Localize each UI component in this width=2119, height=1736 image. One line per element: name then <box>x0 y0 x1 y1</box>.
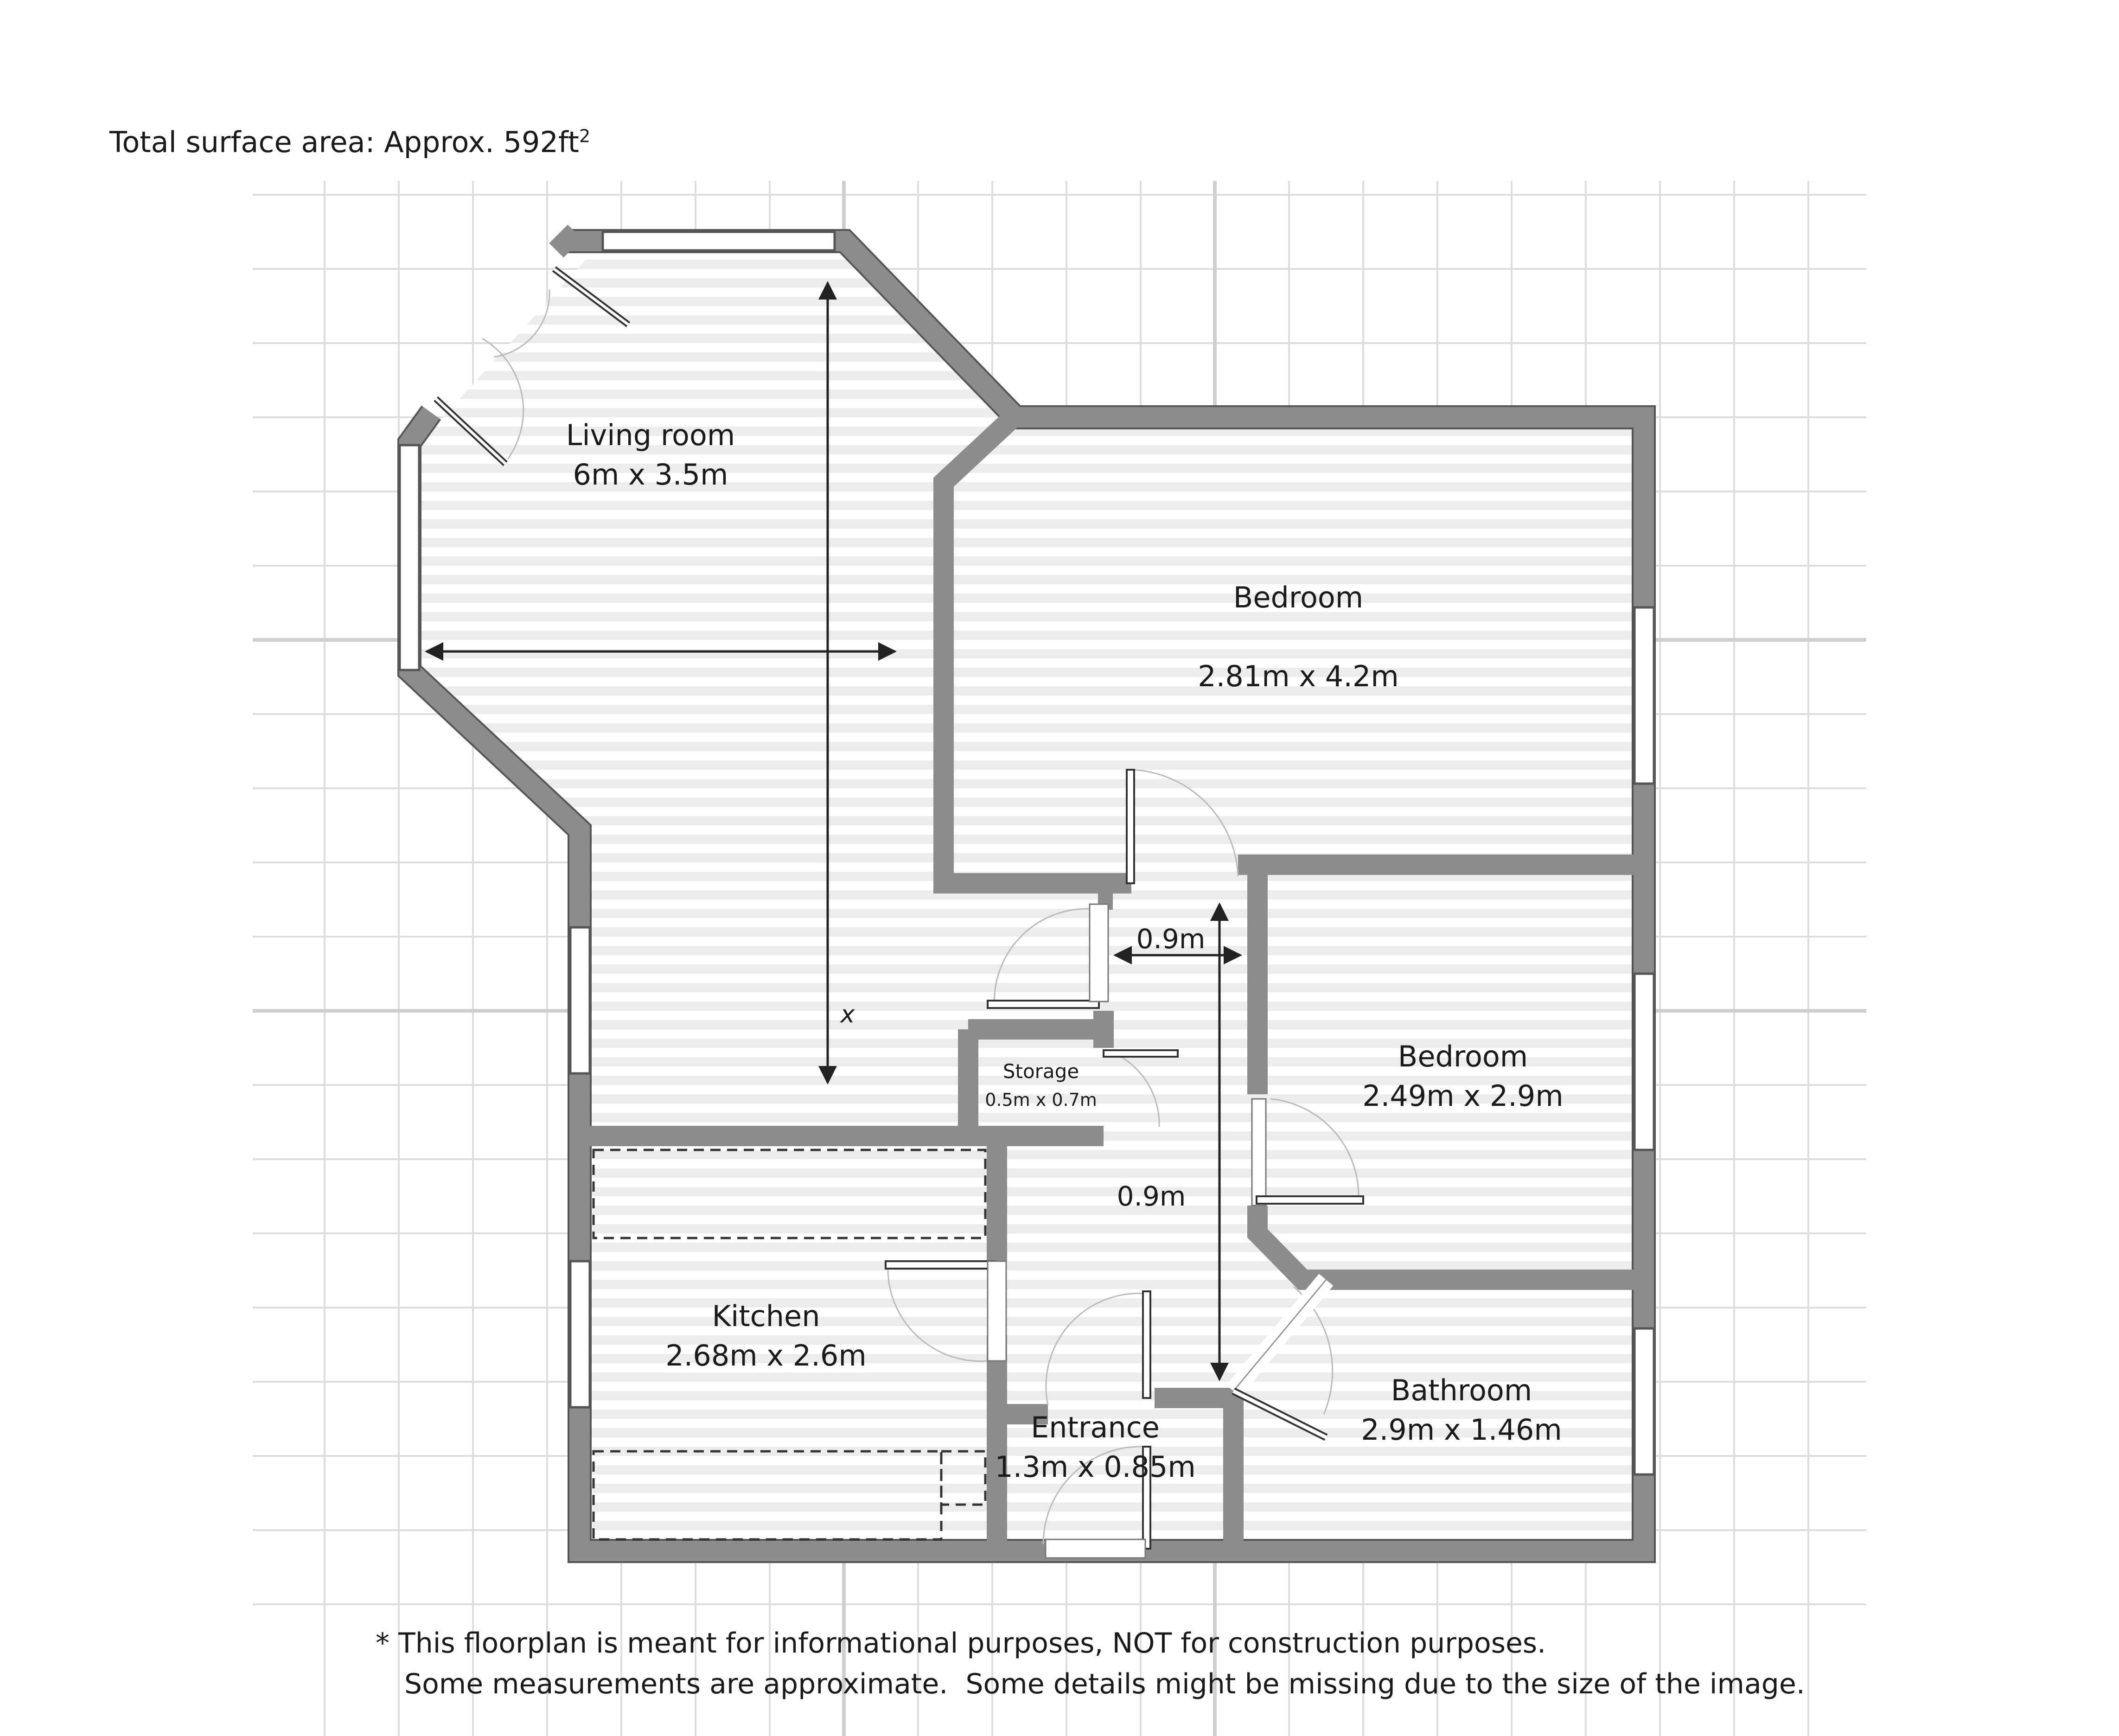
doors <box>434 266 1364 1559</box>
bedroom1-size: 2.81m x 4.2m <box>1198 659 1399 693</box>
door-entrance-front <box>1042 1446 1151 1559</box>
storage-name: Storage <box>1003 1060 1079 1083</box>
door-living-balcony <box>434 266 631 466</box>
disclaimer-text: * This floorplan is meant for informatio… <box>376 1623 1805 1704</box>
hall-length-label: 0.9m <box>1117 1181 1186 1212</box>
window-bedroom2 <box>1633 972 1655 1151</box>
window-living-left <box>398 444 421 671</box>
door-bathroom <box>1226 1274 1334 1441</box>
bedroom2-size: 2.49m x 2.9m <box>1362 1079 1564 1113</box>
dimension-lines <box>425 281 1242 1381</box>
window-living-lower <box>569 926 591 1075</box>
kitchen-counters <box>592 1149 987 1541</box>
window-bedroom1 <box>1633 606 1655 785</box>
window-living-top <box>601 230 836 252</box>
hall-width-label: 0.9m <box>1136 923 1206 955</box>
living-room-name: Living room <box>566 418 735 452</box>
door-living-hall <box>987 903 1109 1009</box>
door-kitchen <box>885 1260 1007 1362</box>
entrance-name: Entrance <box>1031 1410 1160 1444</box>
door-bedroom1 <box>1126 769 1239 884</box>
kitchen-name: Kitchen <box>712 1299 820 1333</box>
bedroom1-name: Bedroom <box>1233 581 1363 614</box>
bedroom2-name: Bedroom <box>1398 1040 1528 1073</box>
windows <box>398 230 1655 1476</box>
total-area-label: Total surface area: Approx. 592ft2 <box>109 125 591 159</box>
bathroom-name: Bathroom <box>1391 1373 1532 1407</box>
door-entrance-inner <box>1045 1290 1151 1405</box>
door-bedroom2 <box>1251 1098 1364 1206</box>
window-bathroom <box>1633 1327 1655 1476</box>
door-storage <box>1103 1049 1179 1127</box>
entrance-size: 1.3m x 0.85m <box>995 1450 1196 1484</box>
disclaimer-line2: Some measurements are approximate. Some … <box>404 1668 1805 1700</box>
window-kitchen <box>569 1260 591 1409</box>
marker-x: x <box>840 1001 855 1028</box>
bathroom-size: 2.9m x 1.46m <box>1361 1413 1562 1447</box>
interior-walls <box>580 412 1644 1551</box>
storage-size: 0.5m x 0.7m <box>985 1090 1097 1110</box>
disclaimer-line1: * This floorplan is meant for informatio… <box>376 1627 1546 1659</box>
room-labels: Living room 6m x 3.5m Bedroom 2.81m x 4.… <box>566 418 1564 1484</box>
living-room-size: 6m x 3.5m <box>573 458 728 491</box>
kitchen-size: 2.68m x 2.6m <box>665 1339 867 1372</box>
